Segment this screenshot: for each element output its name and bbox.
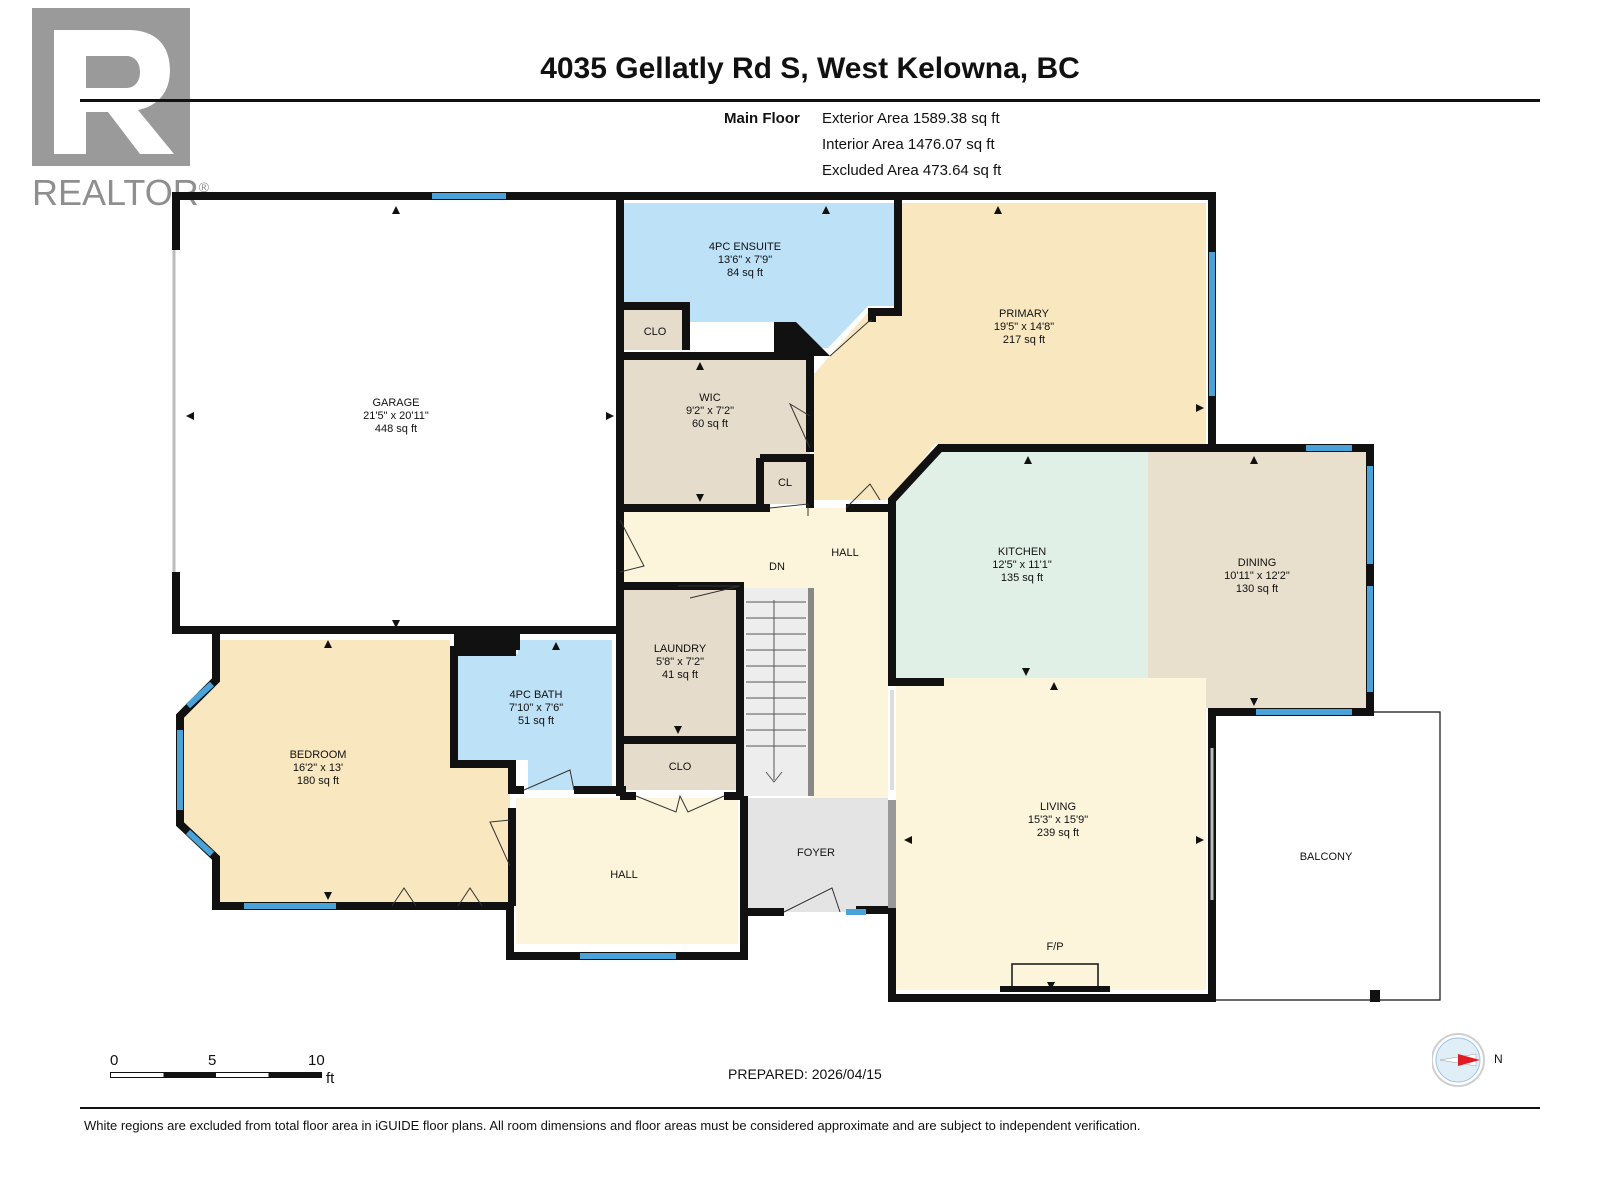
fireplace <box>1011 963 1099 989</box>
scale-bar-graphic <box>110 1072 322 1078</box>
stair-rail <box>808 588 814 796</box>
wall-block-ensuite <box>774 322 830 356</box>
wic-fill <box>622 356 810 505</box>
wic-area: 60 sq ft <box>692 418 728 430</box>
scale-tick-0: 0 <box>110 1052 119 1069</box>
bath-fill <box>456 640 612 790</box>
garage-dims: 21'5" x 20'11" <box>363 410 429 422</box>
clo-bottom-fill <box>624 744 738 790</box>
laundry-area: 41 sq ft <box>662 669 698 681</box>
prepared-date: PREPARED: 2026/04/15 <box>728 1066 882 1082</box>
kitchen-area: 135 sq ft <box>1001 572 1043 584</box>
bedroom-fill <box>180 640 510 902</box>
living-fill <box>896 678 1206 990</box>
kitchen-dims: 12'5" x 11'1" <box>992 559 1052 571</box>
exterior-area: Exterior Area 1589.38 sq ft <box>822 110 1000 127</box>
primary-fill <box>814 203 1206 500</box>
laundry-name: LAUNDRY <box>654 643 707 655</box>
balcony-label: BALCONY <box>1300 851 1353 863</box>
hall-mid-fill <box>810 588 888 798</box>
primary-dims: 19'5" x 14'8" <box>994 321 1054 333</box>
hall-top-fill <box>622 508 888 588</box>
realtor-logo-text: REALTOR <box>32 172 199 213</box>
registered-mark: ® <box>198 179 210 195</box>
fireplace-hearth <box>1000 986 1110 992</box>
footer-divider <box>80 1107 1540 1109</box>
scale-unit: ft <box>326 1070 335 1087</box>
compass-north-label: N <box>1494 1052 1503 1066</box>
laundry-dims: 5'8" x 7'2" <box>656 656 704 668</box>
dining-dims: 10'11" x 12'2" <box>1224 570 1290 582</box>
living-dims: 15'3" x 15'9" <box>1028 814 1088 826</box>
door-swings <box>391 319 881 913</box>
cl-fill <box>762 462 808 504</box>
dining-area: 130 sq ft <box>1236 583 1278 595</box>
garage-name: GARAGE <box>372 397 419 409</box>
garage-area: 448 sq ft <box>375 423 417 435</box>
balcony-post <box>1370 990 1380 1002</box>
realtor-logo: REALTOR® <box>32 8 209 213</box>
stair-fill <box>744 588 808 796</box>
dimension-arrows <box>186 206 1258 990</box>
scale-tick-5: 5 <box>208 1052 217 1069</box>
primary-name: PRIMARY <box>999 308 1050 320</box>
fp-label: F/P <box>1046 941 1063 953</box>
page-title: 4035 Gellatly Rd S, West Kelowna, BC <box>540 52 1080 85</box>
staircase <box>746 600 806 783</box>
clo-bottom-label: CLO <box>669 761 692 773</box>
disclaimer: White regions are excluded from total fl… <box>84 1118 1141 1133</box>
dining-fill <box>1148 452 1366 708</box>
bath-area: 51 sq ft <box>518 715 554 727</box>
floor-name: Main Floor <box>724 110 800 127</box>
scale-tick-10: 10 <box>308 1052 325 1069</box>
r-letter-icon <box>54 30 174 154</box>
clo-top-label: CLO <box>644 326 667 338</box>
realtor-logo-mark <box>32 8 190 166</box>
ensuite-name: 4PC ENSUITE <box>709 241 781 253</box>
title-divider <box>80 99 1540 102</box>
cl-label: CL <box>778 477 792 489</box>
wall-block-bath <box>454 630 516 656</box>
hall-bottom-label: HALL <box>610 869 638 881</box>
dn-label: DN <box>769 561 785 573</box>
bath-name: 4PC BATH <box>510 689 563 701</box>
living-area: 239 sq ft <box>1037 827 1079 839</box>
foyer-fill <box>744 798 888 912</box>
laundry-fill <box>624 590 738 738</box>
hall-top-label: HALL <box>831 547 859 559</box>
living-name: LIVING <box>1040 801 1076 813</box>
wic-dims: 9'2" x 7'2" <box>686 405 734 417</box>
primary-area: 217 sq ft <box>1003 334 1045 346</box>
compass-icon: N <box>1431 1030 1512 1090</box>
wic-name: WIC <box>699 392 720 404</box>
interior-area: Interior Area 1476.07 sq ft <box>822 136 995 153</box>
dining-name: DINING <box>1238 557 1277 569</box>
excluded-area: Excluded Area 473.64 sq ft <box>822 162 1002 179</box>
bedroom-area: 180 sq ft <box>297 775 339 787</box>
bedroom-name: BEDROOM <box>290 749 347 761</box>
ensuite-dims: 13'6" x 7'9" <box>718 254 772 266</box>
scale-bar: 0 5 10 ft <box>108 1048 348 1088</box>
living-wall-segment <box>888 800 896 908</box>
foyer-label: FOYER <box>797 847 835 859</box>
kitchen-fill <box>896 452 1148 678</box>
bedroom-dims: 16'2" x 13' <box>293 762 343 774</box>
hall-bottom-fill <box>516 798 738 944</box>
bath-dims: 7'10" x 7'6" <box>509 702 563 714</box>
kitchen-name: KITCHEN <box>998 546 1046 558</box>
clo-top-fill <box>624 306 686 350</box>
ensuite-area: 84 sq ft <box>727 267 763 279</box>
windows <box>177 193 1373 959</box>
